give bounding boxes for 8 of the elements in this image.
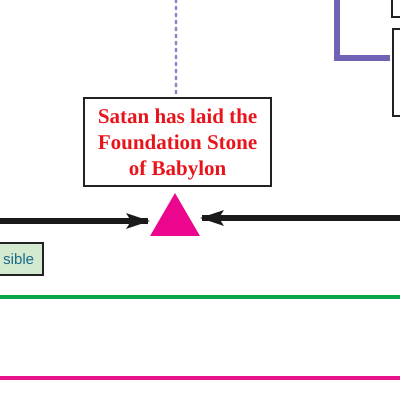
arrow [200,210,400,226]
text-box [83,97,272,187]
triangle-marker [150,193,200,236]
node-text: Satan has laid the Foundation Stone of Babylon [96,102,258,182]
arrow [0,213,150,229]
node-text: sible [3,250,34,268]
connector-line [334,0,390,61]
label-box [0,242,44,276]
